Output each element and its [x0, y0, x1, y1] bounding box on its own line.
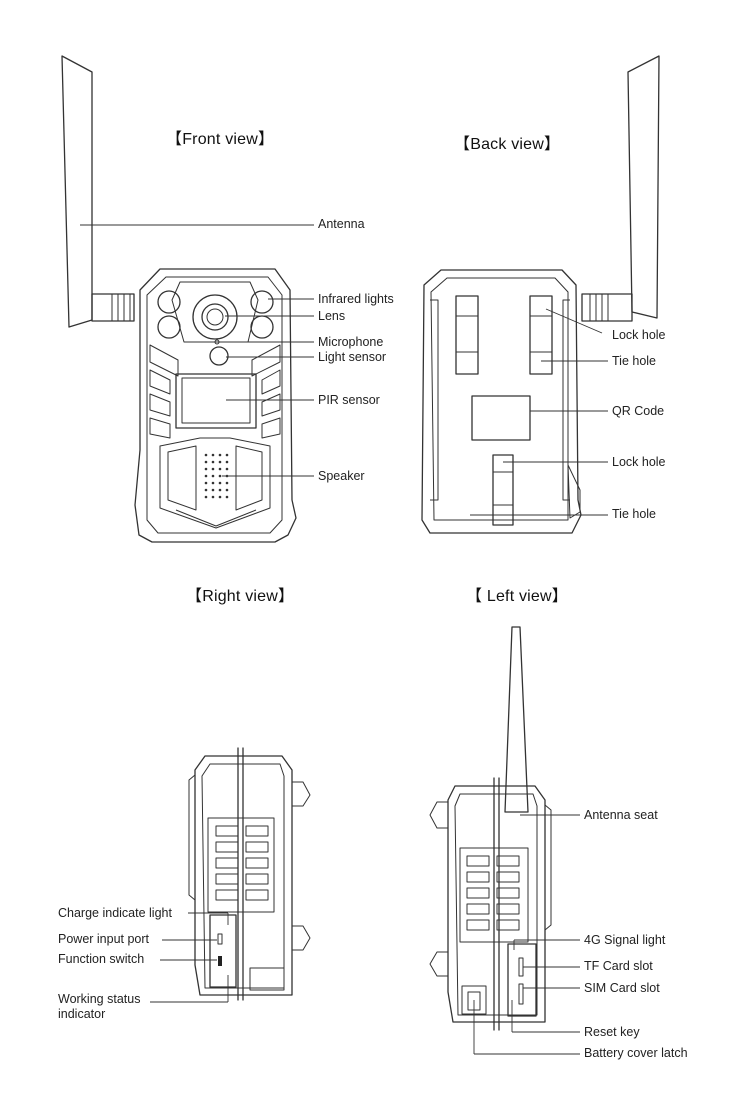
back-strap-left	[455, 295, 479, 375]
label-working-status-line2: indicator	[58, 1007, 106, 1021]
front-view-title: 【Front view】	[166, 131, 275, 148]
label-tf-card-slot: TF Card slot	[584, 959, 653, 973]
label-tie-hole-top: Tie hole	[612, 354, 657, 368]
label-charge-indicate-light: Charge indicate light	[58, 906, 172, 920]
pir-sensor-window	[181, 377, 251, 424]
light-sensor	[209, 346, 229, 366]
label-pir-sensor: PIR sensor	[318, 393, 380, 407]
back-view-drawing	[421, 55, 660, 534]
front-view-drawing	[61, 55, 314, 543]
lens-inner	[201, 303, 229, 331]
label-qr-code: QR Code	[612, 404, 665, 418]
function-switch-shape	[218, 956, 222, 966]
label-4g-signal-light: 4G Signal light	[584, 933, 666, 947]
pir-sensor-frame	[175, 373, 257, 429]
label-power-input-port: Power input port	[58, 932, 150, 946]
right-body	[194, 755, 293, 996]
label-function-switch: Function switch	[58, 952, 145, 966]
back-strap-right	[529, 295, 553, 375]
lens-outer	[192, 294, 238, 340]
right-view-drawing	[150, 747, 311, 1003]
left-antenna	[504, 626, 529, 813]
label-lock-hole-top: Lock hole	[612, 328, 666, 342]
front-body	[134, 268, 297, 543]
label-working-status-line1: Working status	[58, 992, 141, 1006]
ir-light-top-right	[250, 290, 274, 314]
left-body	[447, 785, 546, 1023]
right-grill-panel	[207, 817, 275, 913]
back-body	[421, 269, 582, 534]
left-slot-panel	[507, 943, 537, 1017]
ir-light-bottom-left	[157, 315, 181, 339]
label-antenna-seat: Antenna seat	[584, 808, 658, 822]
back-antenna-connector	[581, 293, 633, 322]
label-tie-hole-bottom: Tie hole	[612, 507, 657, 521]
front-antenna	[61, 55, 93, 328]
label-sim-card-slot: SIM Card slot	[584, 981, 660, 995]
back-latch	[567, 464, 581, 519]
left-view-title: 【 Left view】	[466, 588, 568, 605]
label-speaker: Speaker	[318, 469, 365, 483]
label-lock-hole-bottom: Lock hole	[612, 455, 666, 469]
label-lens: Lens	[318, 309, 346, 323]
front-antenna-connector	[91, 293, 135, 322]
left-view-drawing	[429, 626, 580, 1055]
left-grill-panel	[459, 847, 529, 943]
power-input-port-shape	[217, 933, 223, 945]
back-strap-bottom	[492, 454, 514, 526]
label-light-sensor: Light sensor	[318, 350, 387, 364]
label-microphone: Microphone	[318, 335, 384, 349]
ir-light-top-left	[157, 290, 181, 314]
label-infrared-lights: Infrared lights	[318, 292, 394, 306]
back-view-title: 【Back view】	[454, 136, 561, 153]
label-antenna: Antenna	[318, 217, 365, 231]
back-antenna	[627, 55, 660, 319]
tf-card-slot-shape	[518, 957, 524, 977]
right-port-panel	[209, 914, 237, 988]
sim-card-slot-shape	[518, 983, 524, 1005]
label-reset-key: Reset key	[584, 1025, 640, 1039]
qr-code-area	[471, 395, 531, 441]
label-battery-cover-latch: Battery cover latch	[584, 1046, 688, 1060]
ir-light-bottom-right	[250, 315, 274, 339]
right-view-title: 【Right view】	[186, 588, 295, 605]
